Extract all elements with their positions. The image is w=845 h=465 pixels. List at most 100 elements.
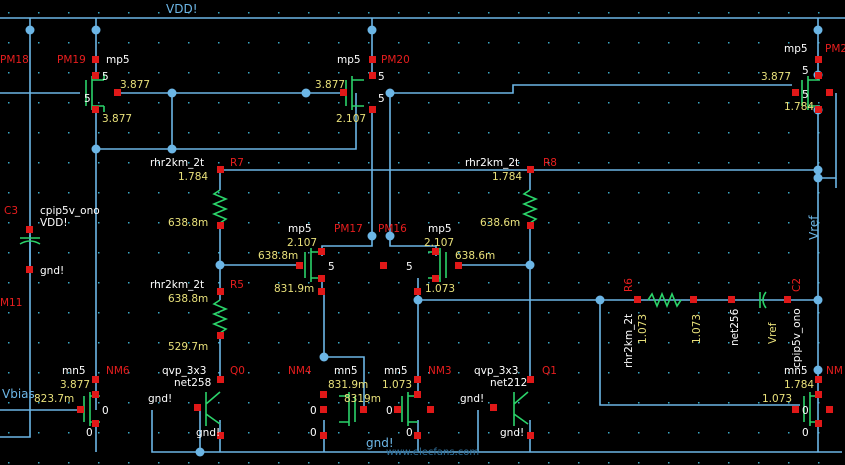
value-nmr-drain: 1.784 xyxy=(784,379,814,391)
pins xyxy=(26,56,833,439)
model-pm20: mp5 xyxy=(337,54,361,66)
value-nm4-drain: 831.9m xyxy=(328,379,368,391)
pm19-bulk: 5 xyxy=(102,71,109,83)
label-r7: R7 xyxy=(230,157,244,169)
value-r6-right: 1.073 xyxy=(691,314,703,344)
model-pm17: mp5 xyxy=(288,223,312,235)
label-m11: M11 xyxy=(0,297,22,309)
value-nm3-drain: 1.073 xyxy=(382,379,412,391)
nm6-bulk: 0 xyxy=(86,427,93,439)
model-nm4: mn5 xyxy=(334,365,358,377)
label-c3: C3 xyxy=(4,205,18,217)
label-nm6: NM6 xyxy=(106,365,130,377)
c3-vdd: VDD! xyxy=(40,217,68,229)
nm6-src: 0 xyxy=(102,405,109,417)
value-pm16-drain: 1.073 xyxy=(425,283,455,295)
nmr-src: 0 xyxy=(802,427,809,439)
value-pm17-gate: 638.8m xyxy=(258,250,298,262)
value-pmr-gate: 3.877 xyxy=(761,71,791,83)
value-r8-bot: 638.6m xyxy=(480,217,520,229)
label-c2: C2 xyxy=(791,278,803,292)
net-label-vref: Vref xyxy=(807,215,821,240)
label-pm16: PM16 xyxy=(378,223,407,235)
value-pm19-gate: 3.877 xyxy=(120,79,150,91)
wires xyxy=(0,17,845,453)
value-nm6-drain: 3.877 xyxy=(60,379,90,391)
label-pm19: PM19 xyxy=(57,54,86,66)
pm20-bulk: 5 xyxy=(378,71,385,83)
net-label-vdd: VDD! xyxy=(166,2,198,16)
value-pm19-drain: 3.877 xyxy=(102,113,132,125)
net-name-net212: net212 xyxy=(490,377,527,389)
value-r6-left: 1.073 xyxy=(637,314,649,344)
value-r8-top: 1.784 xyxy=(492,171,522,183)
junction-dots xyxy=(25,25,823,457)
model-nm6: mn5 xyxy=(62,365,86,377)
pmr-bulk: 5 xyxy=(802,65,809,77)
model-r7: rhr2km_2t xyxy=(150,157,204,169)
model-c3: cpip5v_ono xyxy=(40,205,100,217)
value-nm4-overlap: 8319m xyxy=(344,393,381,405)
value-r7-top: 1.784 xyxy=(178,171,208,183)
label-nm3: NM3 xyxy=(428,365,452,377)
value-c2-vref: Vref xyxy=(767,322,779,344)
label-pm17: PM17 xyxy=(334,223,363,235)
pmr-bulk2: 5 xyxy=(802,89,809,101)
nm3-src: 0 xyxy=(406,427,413,439)
nm3-bulk: 0 xyxy=(386,405,393,417)
value-pm16-src: 2.107 xyxy=(424,237,454,249)
nm4-src: 0 xyxy=(310,427,317,439)
q1-gnd: gnd! xyxy=(460,393,484,405)
pm20-bulk2: 5 xyxy=(378,93,385,105)
model-r6: rhr2km_2t xyxy=(623,314,635,368)
pm19-bulk2: 5 xyxy=(84,93,91,105)
label-q1: Q1 xyxy=(542,365,557,377)
model-pm19: mp5 xyxy=(106,54,130,66)
model-nm3: mn5 xyxy=(384,365,408,377)
model-q0: qvp_3x3 xyxy=(162,365,206,377)
net-label-gnd: gnd! xyxy=(366,436,394,450)
model-c2: cpip5v_ono xyxy=(791,308,803,368)
value-nmr-gate: 1.073 xyxy=(762,393,792,405)
label-r6: R6 xyxy=(623,278,635,292)
label-pm-right: PM2 xyxy=(825,43,845,55)
model-q1: qvp_3x3 xyxy=(474,365,518,377)
label-nm4: NM4 xyxy=(288,365,312,377)
value-pmr-drain: 1.784 xyxy=(784,101,814,113)
net-label-vbias: Vbias xyxy=(2,387,35,401)
value-pm20-drain: 2.107 xyxy=(336,113,366,125)
q1-gnd2: gnd! xyxy=(500,427,524,439)
label-q0: Q0 xyxy=(230,365,245,377)
nm4-bulk: 0 xyxy=(310,405,317,417)
value-pm17-src: 2.107 xyxy=(287,237,317,249)
label-pm20: PM20 xyxy=(381,54,410,66)
model-r8: rhr2km_2t xyxy=(465,157,519,169)
net-name-net258: net258 xyxy=(174,377,211,389)
nmr-bulk: 0 xyxy=(802,405,809,417)
model-pm16: mp5 xyxy=(428,223,452,235)
q0-gnd2: gnd! xyxy=(196,427,220,439)
value-pm17-drain: 831.9m xyxy=(274,283,314,295)
q0-gnd: gnd! xyxy=(148,393,172,405)
value-pm20-gate: 3.877 xyxy=(315,79,345,91)
watermark: www.elecfans.com xyxy=(386,447,479,458)
pm16-bulk: 5 xyxy=(406,261,413,273)
value-r5-top: 638.8m xyxy=(168,293,208,305)
value-r5-bot: 529.7m xyxy=(168,341,208,353)
label-r8: R8 xyxy=(543,157,557,169)
label-nm-right: NM xyxy=(826,365,843,377)
model-pm-right: mp5 xyxy=(784,43,808,55)
value-r7-bot: 638.8m xyxy=(168,217,208,229)
model-r5: rhr2km_2t xyxy=(150,279,204,291)
c3-gnd: gnd! xyxy=(40,265,64,277)
device-symbols xyxy=(19,74,820,426)
value-pm16-gate: 638.6m xyxy=(455,250,495,262)
pm17-bulk: 5 xyxy=(328,261,335,273)
model-nm-right: mn5 xyxy=(784,365,808,377)
value-nm6-gate: 823.7m xyxy=(34,393,74,405)
label-r5: R5 xyxy=(230,279,244,291)
net-name-net256: net256 xyxy=(729,308,741,346)
label-pm18: PM18 xyxy=(0,54,29,66)
